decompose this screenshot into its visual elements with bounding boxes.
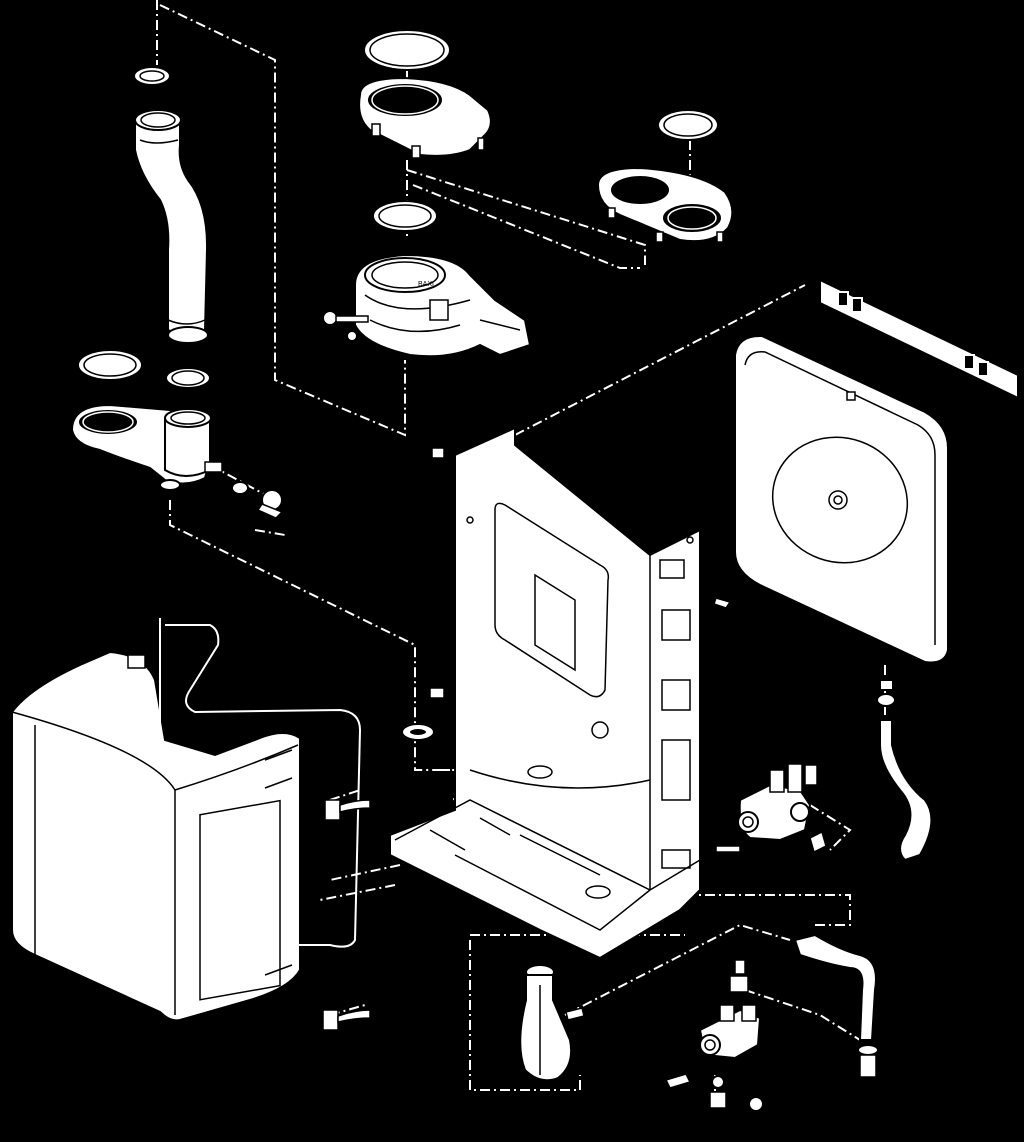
fan-assembly: BAXI xyxy=(322,253,532,358)
expansion-hose xyxy=(876,679,933,862)
flue-adaptor-plate xyxy=(358,76,492,159)
lower-valve-assembly xyxy=(664,959,764,1112)
duct-seal-ring xyxy=(77,349,211,389)
flue-bend xyxy=(133,66,209,344)
leader-line xyxy=(329,789,361,801)
flue-seal-ring xyxy=(372,200,438,232)
twin-flue-plate xyxy=(596,109,734,243)
logo-text: BAXI xyxy=(418,281,434,288)
leader-line xyxy=(412,184,640,269)
expansion-vessel xyxy=(734,334,949,664)
leader-line xyxy=(159,4,406,437)
leader-line xyxy=(809,804,852,851)
flue-turret xyxy=(70,403,284,519)
top-seal-ring xyxy=(363,29,451,71)
leader-line xyxy=(685,894,851,926)
leader-line xyxy=(254,529,286,536)
leader-lines xyxy=(156,0,886,1100)
outer-case xyxy=(11,618,362,1022)
retaining-clips xyxy=(429,447,741,853)
leader-line xyxy=(329,864,401,881)
condensate-trap xyxy=(519,964,585,1082)
leader-line xyxy=(469,940,581,1091)
grommet xyxy=(401,723,435,741)
leader-line xyxy=(406,169,646,265)
leader-line xyxy=(319,884,396,901)
leader-line xyxy=(514,284,806,436)
flexible-hose xyxy=(793,933,879,1078)
mounting-bracket xyxy=(819,278,1019,400)
leader-line xyxy=(744,989,861,1041)
hydraulic-valve-block xyxy=(737,763,827,854)
case-clips xyxy=(127,654,371,1031)
chassis-frame xyxy=(389,426,701,960)
leader-line xyxy=(564,923,791,1016)
leader-line xyxy=(169,500,470,771)
